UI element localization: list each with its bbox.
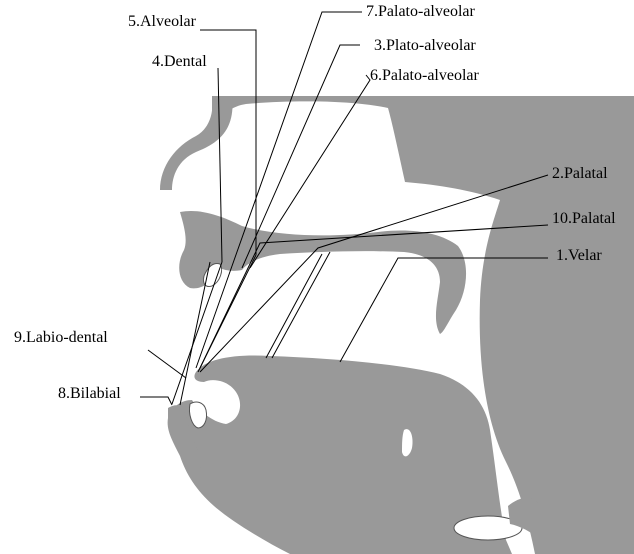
label-plato-alveolar-3: 3.Plato-alveolar xyxy=(374,37,476,54)
nasal-roof xyxy=(160,96,233,190)
label-palato-alveolar-7: 7.Palato-alveolar xyxy=(366,3,476,20)
label-bilabial: 8.Bilabial xyxy=(58,385,121,402)
label-labio-dental: 9.Labio-dental xyxy=(14,329,108,346)
label-alveolar: 5.Alveolar xyxy=(128,13,197,30)
label-palatal-10: 10.Palatal xyxy=(552,210,616,227)
label-dental: 4.Dental xyxy=(152,53,207,70)
label-velar: 1.Velar xyxy=(556,247,602,264)
leader-palato-alveolar-7 xyxy=(232,12,362,266)
label-palato-alveolar-6: 6.Palato-alveolar xyxy=(370,67,480,84)
hard-palate xyxy=(179,211,466,334)
label-palatal-2: 2.Palatal xyxy=(552,165,608,182)
leader-bilabial xyxy=(140,397,172,405)
leader-palatal-10-tongue xyxy=(272,252,330,358)
leader-labio-dental xyxy=(148,350,186,378)
leader-palatal-2-tongue xyxy=(266,254,322,358)
